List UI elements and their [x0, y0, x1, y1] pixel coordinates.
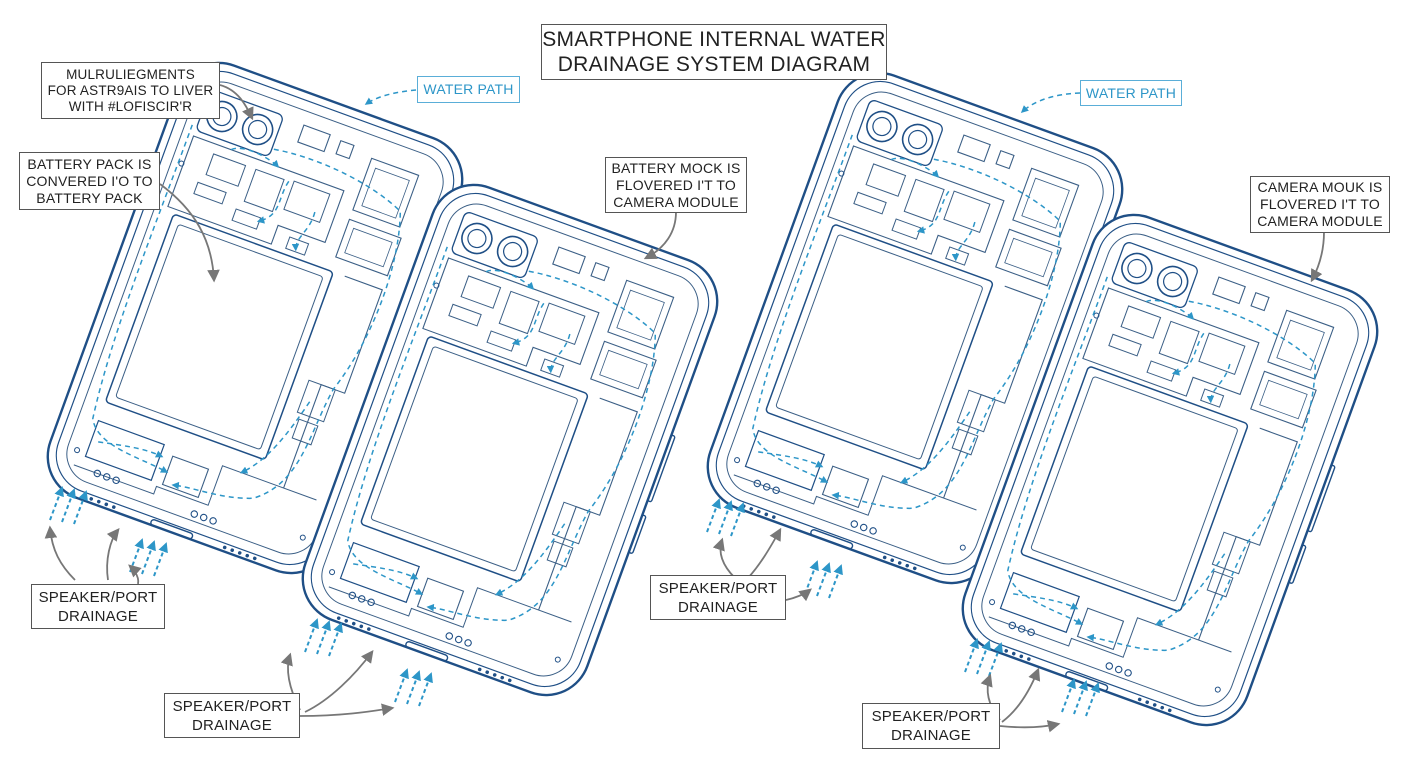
water-path-callouts [364, 89, 1081, 114]
battery-pack-label: BATTERY PACK IS CONVERED I'O TO BATTERY … [19, 152, 160, 210]
camera-mouk-label: CAMERA MOUK IS FLOVERED I'T TO CAMERA MO… [1250, 176, 1390, 233]
water-path-label: WATER PATH [417, 76, 520, 103]
drainage-arrows [49, 486, 1100, 717]
battery-mock-label: BATTERY MOCK IS FLOVERED I'T TO CAMERA M… [605, 157, 747, 213]
speaker-port-drainage-label: SPEAKER/PORT DRAINAGE [650, 575, 786, 620]
speaker-port-drainage-label: SPEAKER/PORT DRAINAGE [31, 584, 165, 629]
water-path-label: WATER PATH [1080, 80, 1182, 106]
speaker-port-drainage-label: SPEAKER/PORT DRAINAGE [862, 703, 1000, 749]
diagram-title: SMARTPHONE INTERNAL WATER DRAINAGE SYSTE… [541, 24, 887, 80]
speaker-port-drainage-label: SPEAKER/PORT DRAINAGE [164, 693, 300, 738]
segments-label: MULRULIEGMENTS FOR ASTR9AIS TO LIVER WIT… [41, 62, 220, 119]
